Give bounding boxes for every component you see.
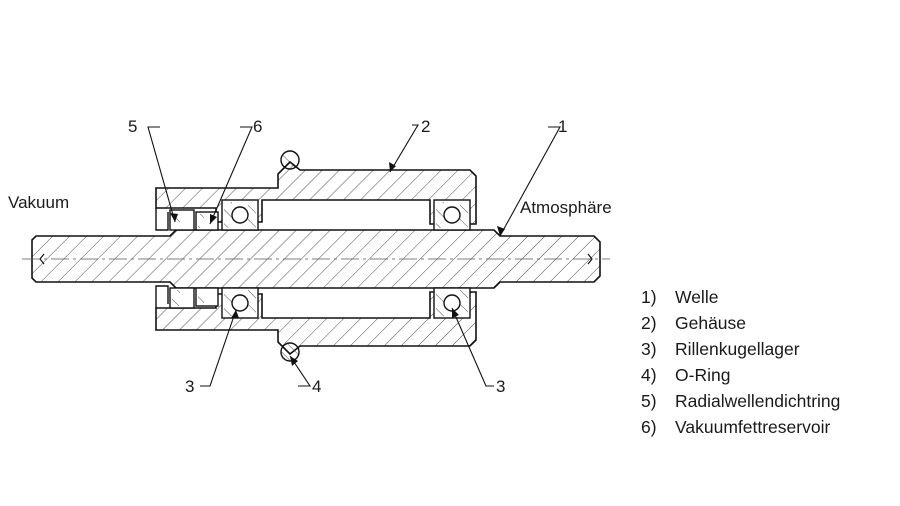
- bearing-left-lower: [221, 287, 259, 319]
- legend-text: Rillenkugellager: [675, 339, 800, 359]
- bearing-right-upper: [433, 199, 471, 231]
- bearing-left-upper: [221, 199, 259, 231]
- callout-3-left: 3: [185, 377, 194, 396]
- legend-number: 1): [641, 287, 657, 307]
- callout-2: 2: [421, 117, 430, 136]
- callout-6: 6: [253, 117, 262, 136]
- legend-number: 4): [641, 365, 657, 385]
- leader-arrowheads: [170, 162, 505, 366]
- callout-3-right: 3: [496, 377, 505, 396]
- legend-item: 5) Radialwellendichtring: [641, 388, 840, 414]
- vacuum-label: Vakuum: [8, 193, 69, 212]
- callout-5: 5: [128, 117, 137, 136]
- legend-text: Radialwellendichtring: [675, 391, 841, 411]
- leader-lines: [147, 124, 561, 387]
- legend-item: 2) Gehäuse: [641, 310, 840, 336]
- parts-legend: 1) Welle 2) Gehäuse 3) Rillenkugellager 4) O…: [641, 284, 840, 440]
- legend-item: 4) O-Ring: [641, 362, 840, 388]
- legend-item: 3) Rillenkugellager: [641, 336, 840, 362]
- legend-text: O-Ring: [675, 365, 731, 385]
- legend-item: 1) Welle: [641, 284, 840, 310]
- callout-1: 1: [558, 117, 567, 136]
- legend-number: 3): [641, 339, 657, 359]
- legend-text: Welle: [675, 287, 719, 307]
- legend-text: Gehäuse: [675, 313, 747, 333]
- o-ring: [280, 150, 300, 362]
- legend-number: 5): [641, 391, 657, 411]
- legend-number: 2): [641, 313, 657, 333]
- legend-text: Vakuumfettreservoir: [675, 417, 831, 437]
- atmosphere-label: Atmosphäre: [520, 198, 612, 217]
- callout-4: 4: [312, 377, 321, 396]
- legend-item: 6) Vakuumfettreservoir: [641, 414, 840, 440]
- radial-shaft-seal: [169, 209, 195, 309]
- legend-number: 6): [641, 417, 657, 437]
